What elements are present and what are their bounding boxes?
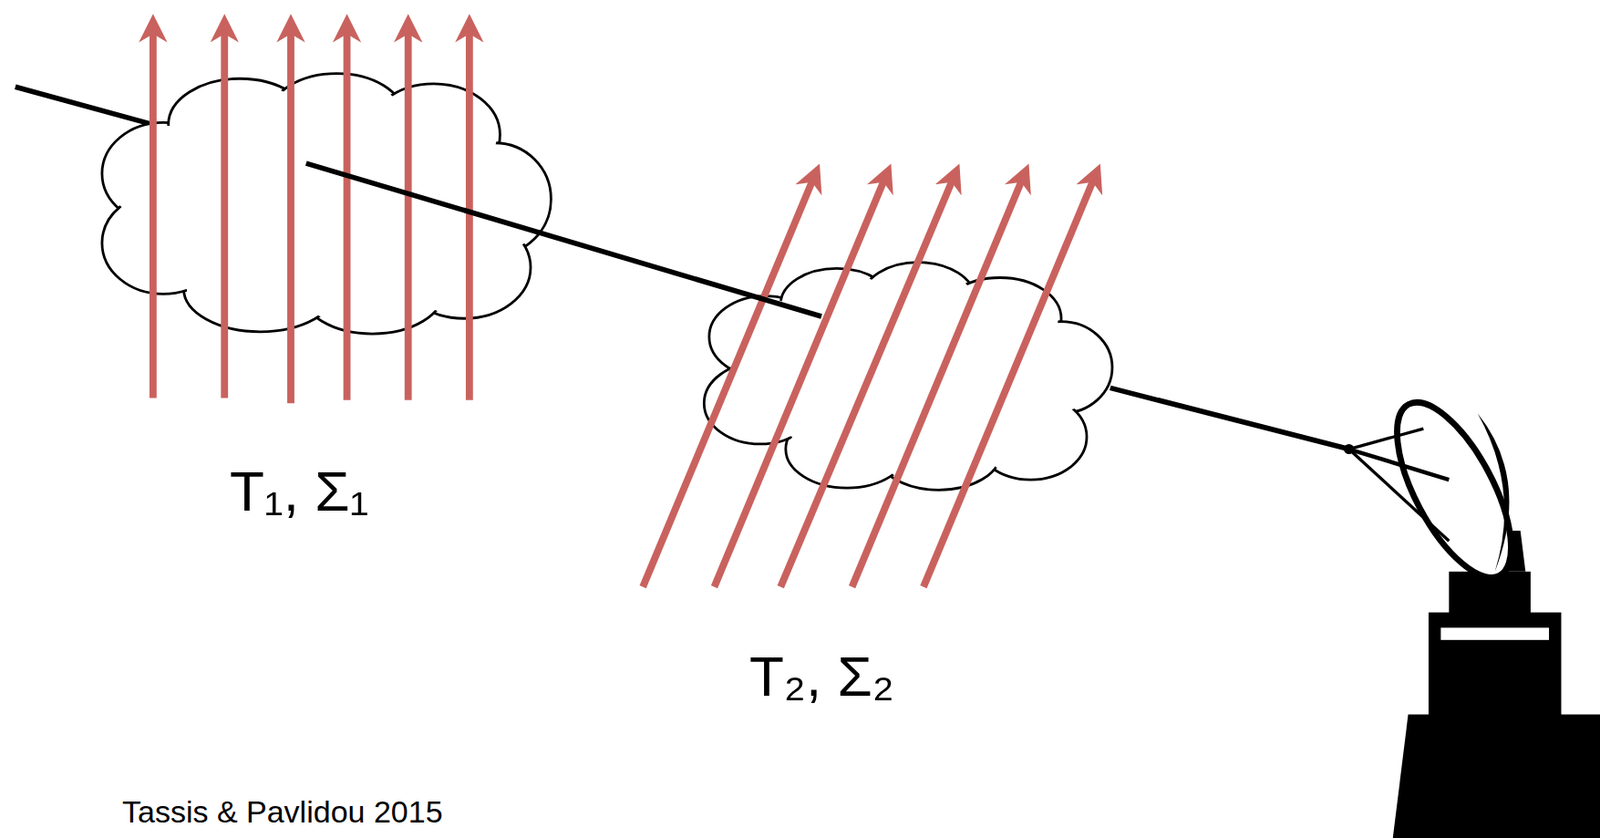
cloud-label: T₁, Σ₁ [229,460,370,523]
cloud [102,73,551,334]
sight-line [306,163,822,317]
radio-telescope [1343,385,1600,838]
sight-line [15,86,154,124]
field-arrows [642,171,1097,588]
citation: Tassis & Pavlidou 2015 [122,794,444,829]
cloud-label: T₂, Σ₂ [749,645,895,708]
field-arrows [153,22,470,403]
sight-line [1110,387,1350,449]
